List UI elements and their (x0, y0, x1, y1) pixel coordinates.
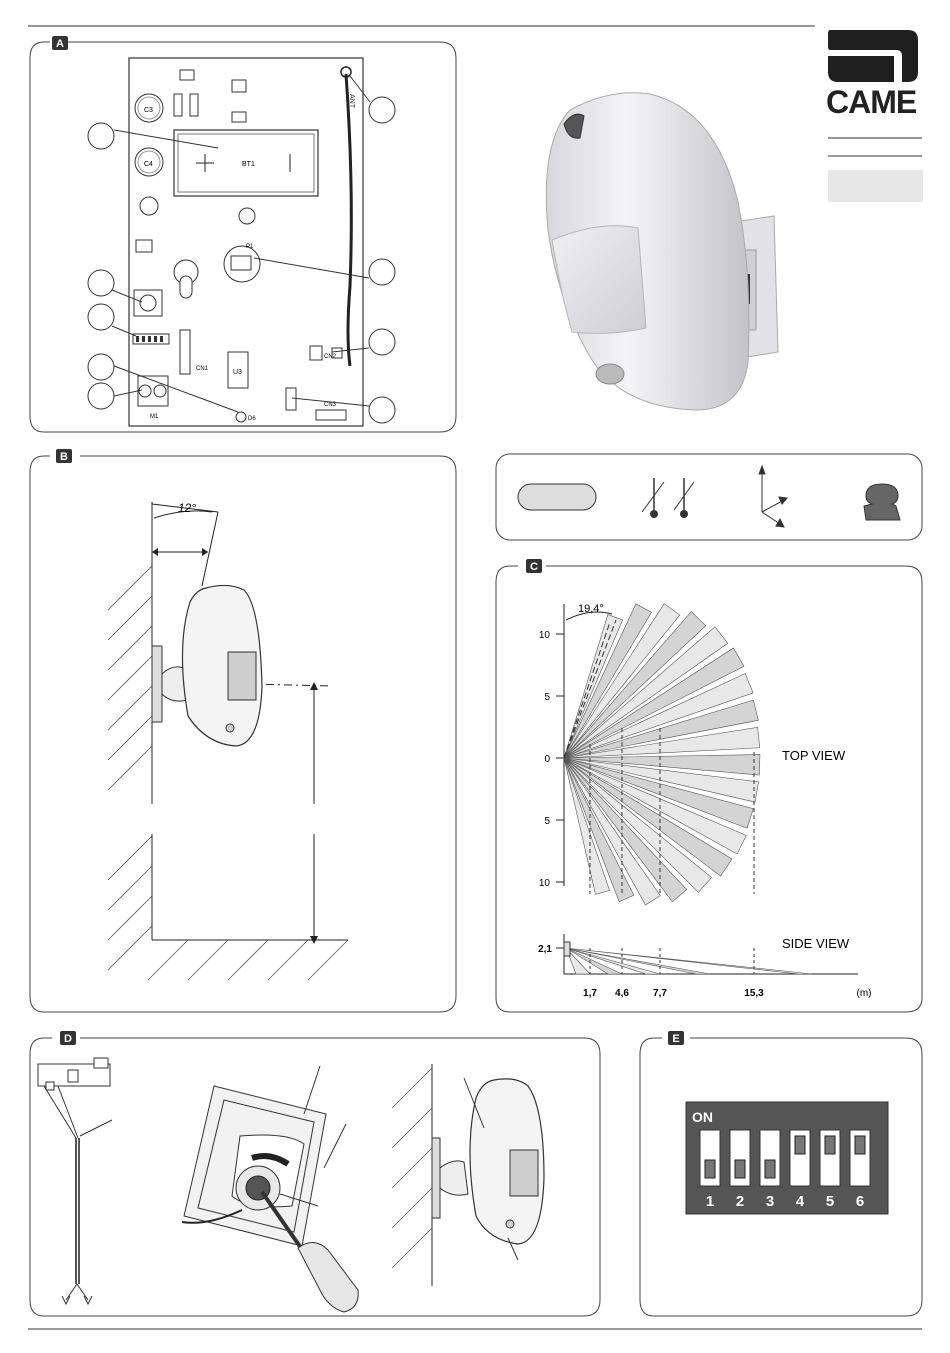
top-view-fan (564, 604, 760, 905)
svg-text:BT1: BT1 (242, 161, 255, 168)
dip-switch-number: 2 (736, 1193, 744, 1210)
panel-e: E ON 1 2 3 4 5 6 (638, 1028, 924, 1318)
dip-switch-block: ON 1 2 3 4 5 6 (686, 1102, 888, 1214)
weight-icon (864, 484, 900, 520)
dip-switch-knob (855, 1136, 865, 1154)
svg-text:C3: C3 (144, 107, 153, 114)
dip-on-label: ON (692, 1109, 713, 1125)
spec-icons-box (494, 452, 924, 542)
svg-text:M1: M1 (150, 414, 159, 420)
side-height-label: 2,1 (538, 944, 552, 955)
svg-text:CN1: CN1 (196, 366, 209, 372)
dip-switch-knob (795, 1136, 805, 1154)
svg-text:C4: C4 (144, 161, 153, 168)
side-view-fan (566, 948, 812, 974)
dip-switch-number: 1 (706, 1193, 714, 1210)
y-tick-2: 0 (544, 754, 550, 765)
x-tick-3: 15,3 (744, 988, 764, 999)
dip-switch-number: 4 (796, 1193, 805, 1210)
y-tick-0: 10 (539, 630, 551, 641)
x-tick-1: 4,6 (615, 988, 629, 999)
y-tick-1: 5 (544, 692, 550, 703)
dip-switch-number: 3 (766, 1193, 774, 1210)
svg-text:P1: P1 (246, 244, 254, 250)
panel-b: B 12° (28, 446, 460, 1016)
svg-text:U3: U3 (233, 369, 242, 376)
came-logo-icon (824, 26, 924, 90)
top-view-label: TOP VIEW (782, 748, 846, 763)
detector-photo (520, 80, 810, 420)
dip-switch-knob (825, 1136, 835, 1154)
brand-name: CAME (826, 84, 916, 121)
unit-label: (m) (857, 988, 872, 999)
panel-d-letter: D (64, 1033, 72, 1045)
panel-e-letter: E (672, 1033, 679, 1045)
dip-switch-knob (705, 1160, 715, 1178)
cone-label: 19,4° (578, 603, 604, 615)
mounted-detector (152, 585, 262, 746)
panel-d: D (28, 1028, 602, 1318)
x-tick-2: 7,7 (653, 988, 667, 999)
svg-text:CN2: CN2 (324, 354, 337, 360)
panel-a-letter: A (56, 38, 64, 50)
grey-label-box (828, 170, 923, 202)
panel-c: C 10 5 0 5 10 19,4° TOP VIEW SIDE VIEW 2… (494, 556, 924, 1016)
panel-c-letter: C (530, 561, 538, 573)
pcb-board: ANT C3 C4 BT1 P1 (129, 58, 363, 426)
dip-switch-knob (735, 1160, 745, 1178)
svg-text:ANT: ANT (348, 94, 355, 109)
y-tick-4: 10 (539, 878, 551, 889)
side-view-label: SIDE VIEW (782, 936, 850, 951)
tilt-label: 12° (178, 501, 196, 515)
dip-switch-number: 6 (856, 1193, 864, 1210)
dip-switch-knob (765, 1160, 775, 1178)
bracket-screwdriver (182, 1066, 358, 1312)
wall-mounted-side (392, 1064, 544, 1286)
y-tick-3: 5 (544, 816, 550, 827)
battery-connector (38, 1058, 112, 1304)
panel-b-letter: B (60, 451, 68, 463)
svg-text:D6: D6 (248, 416, 256, 422)
panel-a: A ANT C3 C4 BT1 P1 (28, 36, 460, 436)
x-tick-0: 1,7 (583, 988, 597, 999)
pill-icon (518, 484, 596, 510)
dip-switch-number: 5 (826, 1193, 834, 1210)
